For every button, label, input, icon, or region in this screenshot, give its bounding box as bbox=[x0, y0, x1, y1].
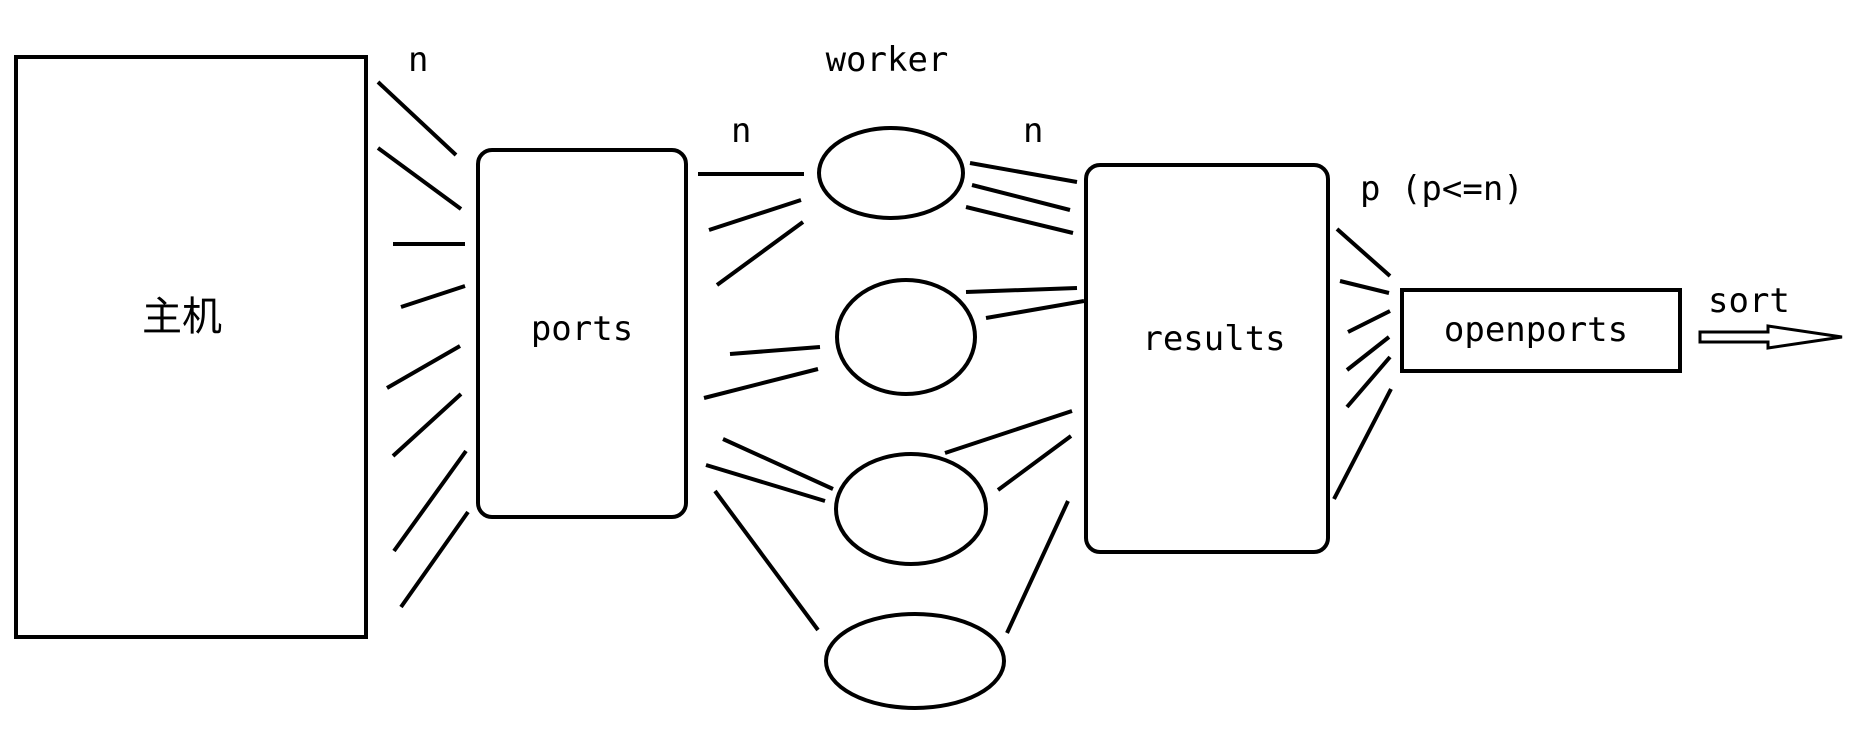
worker-results-line bbox=[1005, 500, 1070, 634]
host-box bbox=[14, 55, 368, 639]
host-ports-count-label: n bbox=[408, 40, 428, 80]
host-ports-line bbox=[376, 80, 458, 157]
ports-worker-line bbox=[715, 220, 805, 287]
results-openports-line bbox=[1347, 309, 1391, 334]
worker-results-line bbox=[985, 299, 1085, 320]
results-openports-line bbox=[1339, 279, 1390, 295]
openports-box bbox=[1400, 288, 1682, 373]
worker-results-line bbox=[971, 183, 1071, 212]
host-ports-line bbox=[391, 392, 463, 458]
results-box bbox=[1084, 163, 1330, 554]
results-label: results bbox=[1142, 319, 1285, 359]
ports-label: ports bbox=[531, 309, 633, 349]
ports-worker-line bbox=[708, 198, 802, 232]
ports-worker-count-label: n bbox=[731, 111, 751, 151]
worker-results-line bbox=[965, 205, 1074, 235]
worker-label: worker bbox=[826, 40, 949, 80]
results-openports-count-label: p (p<=n) bbox=[1360, 169, 1524, 209]
host-ports-line bbox=[386, 344, 461, 390]
results-openports-line bbox=[1335, 227, 1392, 278]
worker-node bbox=[834, 452, 988, 566]
worker-results-line bbox=[965, 286, 1078, 294]
results-to-openports-lines bbox=[1332, 227, 1393, 500]
worker-results-line bbox=[969, 161, 1078, 184]
host-ports-line bbox=[400, 284, 466, 309]
host-ports-line bbox=[392, 449, 468, 553]
worker-group bbox=[817, 126, 1006, 710]
ports-worker-line bbox=[703, 367, 819, 400]
worker-node bbox=[817, 126, 965, 220]
results-openports-line bbox=[1332, 388, 1393, 500]
worker-node bbox=[824, 612, 1006, 710]
host-ports-line bbox=[376, 146, 463, 211]
results-openports-line bbox=[1345, 335, 1391, 372]
sort-label: sort bbox=[1708, 281, 1790, 321]
worker-to-results-lines bbox=[944, 161, 1085, 634]
worker-results-line bbox=[996, 434, 1073, 492]
ports-worker-line bbox=[729, 345, 821, 356]
openports-label: openports bbox=[1444, 310, 1628, 350]
worker-results-line bbox=[944, 409, 1073, 455]
ports-worker-line bbox=[705, 463, 826, 503]
ports-box bbox=[476, 148, 688, 519]
ports-worker-line bbox=[722, 437, 834, 491]
worker-results-count-label: n bbox=[1023, 111, 1043, 151]
host-ports-line bbox=[399, 510, 470, 609]
output-arrow-icon bbox=[1698, 324, 1843, 350]
host-label: 主机 bbox=[142, 294, 222, 340]
ports-to-worker-lines bbox=[698, 172, 834, 632]
worker-node bbox=[835, 278, 977, 396]
ports-worker-line bbox=[713, 489, 820, 632]
host-to-ports-lines bbox=[376, 80, 470, 609]
results-openports-line bbox=[1345, 355, 1392, 409]
